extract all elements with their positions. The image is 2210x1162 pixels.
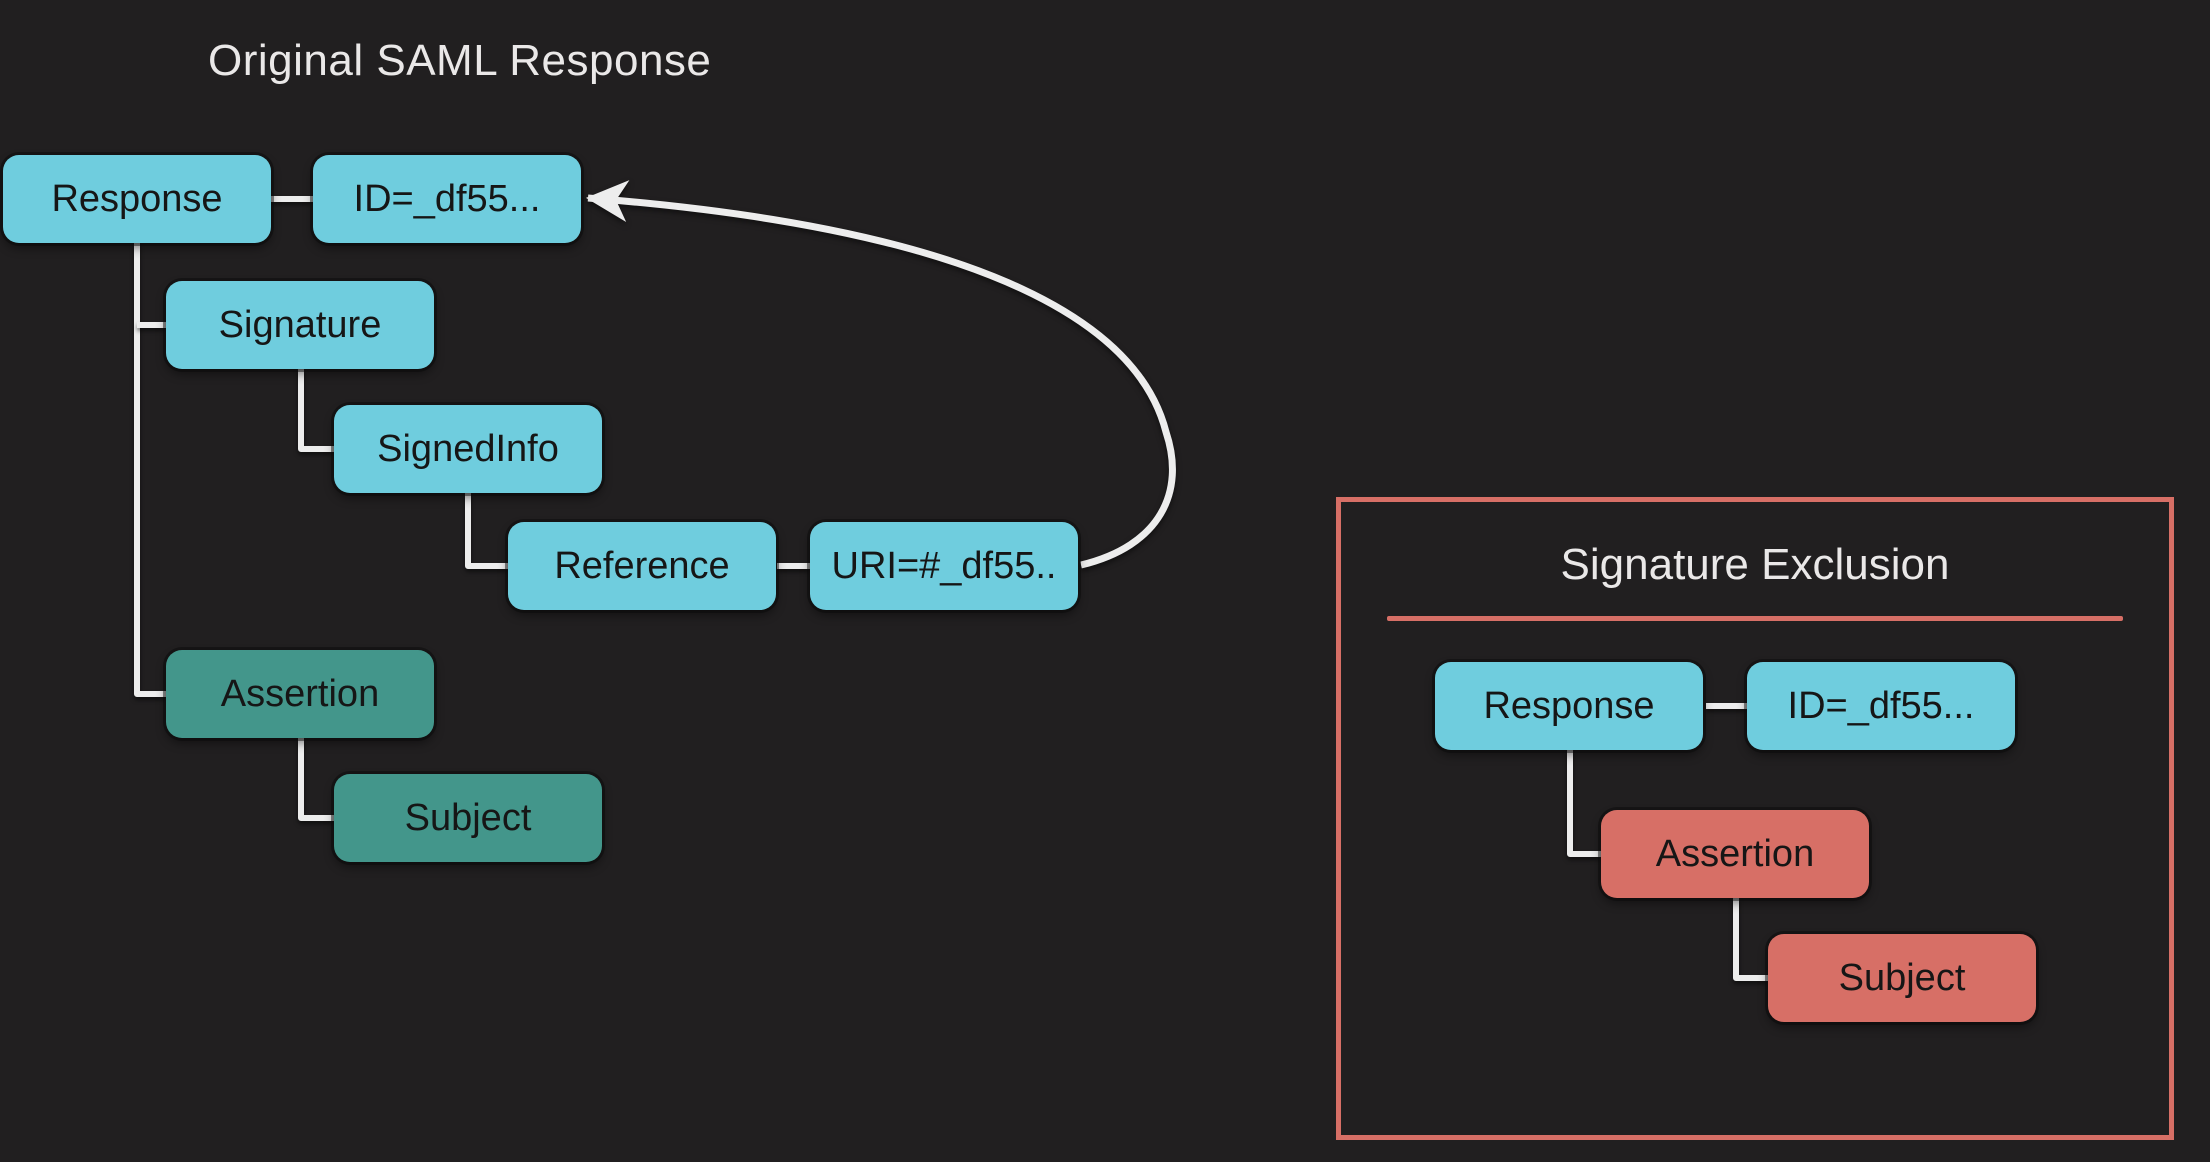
node-subject-left: Subject — [334, 774, 602, 862]
right-panel-title: Signature Exclusion — [1560, 540, 1950, 589]
left-diagram-title: Original SAML Response — [208, 36, 712, 85]
node-assertion-right: Assertion — [1601, 810, 1869, 898]
right-panel-title-underline — [1387, 616, 2123, 621]
node-uri-attribute: URI=#_df55.. — [810, 522, 1078, 610]
uri-to-id-reference-arrow — [585, 180, 1176, 569]
connector-response-assertion-left — [134, 243, 166, 697]
node-id-attribute-left: ID=_df55... — [313, 155, 581, 243]
node-signedinfo: SignedInfo — [334, 405, 602, 493]
connector-signature-signedinfo — [298, 369, 334, 452]
node-response-right: Response — [1435, 662, 1703, 750]
node-response-left: Response — [3, 155, 271, 243]
node-subject-right: Subject — [1768, 934, 2036, 1022]
node-assertion-left: Assertion — [166, 650, 434, 738]
connector-signedinfo-reference — [465, 493, 508, 569]
node-id-attribute-right: ID=_df55... — [1747, 662, 2015, 750]
node-signature: Signature — [166, 281, 434, 369]
node-reference: Reference — [508, 522, 776, 610]
connector-assertion-subject-left — [298, 738, 334, 821]
signature-exclusion-panel: Signature Exclusion — [1336, 497, 2174, 1140]
